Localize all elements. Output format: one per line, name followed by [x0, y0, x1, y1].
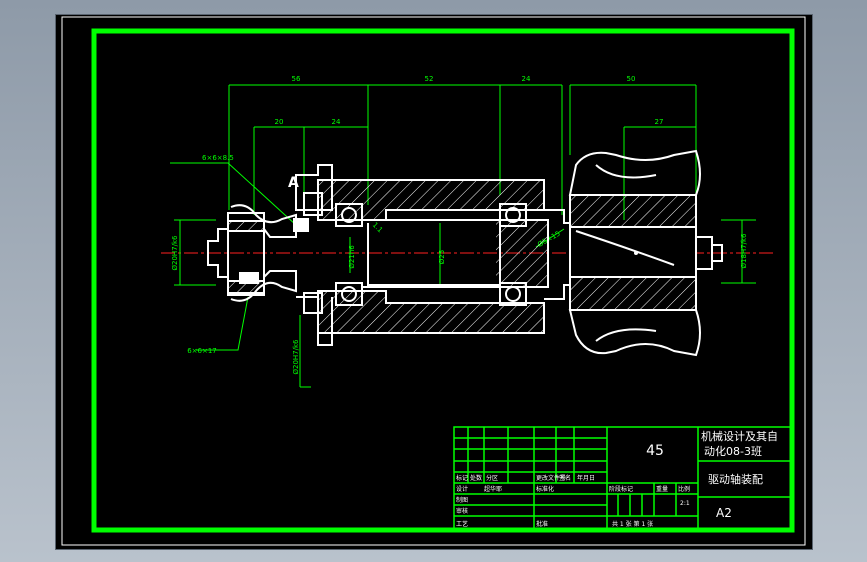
label-bore-right: Ø18H7/k6: [740, 233, 748, 269]
header-count: 处数: [470, 474, 482, 482]
header-mark: 标记: [456, 474, 468, 482]
designer-name: 超华耶: [484, 485, 502, 493]
weight-label: 重量: [656, 485, 668, 493]
row-process: 工艺: [456, 520, 468, 528]
dim-52: 52: [425, 75, 434, 83]
assembly-geometry: [207, 149, 723, 357]
label-key-top: 6×6×8.5: [202, 154, 234, 162]
sheet-count: 共 1 张 第 1 张: [612, 520, 653, 528]
cad-viewport[interactable]: 56 52 24 50 20 24 27 6×6×8.5 6×6×17 Ø20H…: [55, 14, 813, 550]
label-bore-bottom: Ø20H7/k6: [292, 339, 300, 375]
dim-20: 20: [275, 118, 284, 126]
school-line-2: 动化08-3班: [704, 444, 762, 458]
label-key-bottom: 6×6×17: [187, 347, 217, 355]
label-bore-center: Ø25: [438, 250, 446, 264]
school-line-1: 机械设计及其自: [701, 429, 778, 443]
stage-mark: 阶段标记: [609, 485, 633, 493]
header-date: 年月日: [577, 474, 595, 482]
header-sign: 签名: [559, 474, 571, 482]
sheet-size: A2: [716, 506, 732, 520]
row-design: 设计: [456, 485, 468, 493]
row-review: 审核: [456, 507, 468, 515]
inner-frame: [91, 28, 795, 533]
label-bore-mid: Ø21h6: [348, 245, 356, 269]
title-block-text: 45 机械设计及其自 动化08-3班 驱动轴装配 A2 标记 处数 分区 更改文…: [456, 429, 778, 528]
dim-27: 27: [655, 118, 664, 126]
dim-50: 50: [627, 75, 636, 83]
dim-56: 56: [292, 75, 301, 83]
dim-24b: 24: [332, 118, 341, 126]
row-standardize: 标准化: [536, 485, 554, 493]
scale-label: 比例: [678, 485, 690, 493]
dim-24a: 24: [522, 75, 531, 83]
dimensions: [170, 84, 756, 388]
scale-value: 2:1: [680, 500, 690, 507]
title-block: [453, 426, 793, 531]
label-bore-left: Ø20H7/k6: [171, 235, 179, 271]
label-small-a: 1.1: [371, 221, 385, 235]
row-draw: 制图: [456, 496, 468, 504]
drawing-canvas: 56 52 24 50 20 24 27 6×6×8.5 6×6×17 Ø20H…: [61, 16, 806, 546]
row-approve: 批准: [536, 520, 548, 528]
center-point: [634, 251, 638, 255]
header-zone: 分区: [486, 474, 498, 482]
drawing-name: 驱动轴装配: [708, 472, 763, 486]
outer-frame: [61, 16, 806, 546]
part-number: 45: [646, 443, 664, 459]
section-mark: A: [288, 175, 299, 191]
header-change: 更改文件号: [536, 474, 566, 482]
